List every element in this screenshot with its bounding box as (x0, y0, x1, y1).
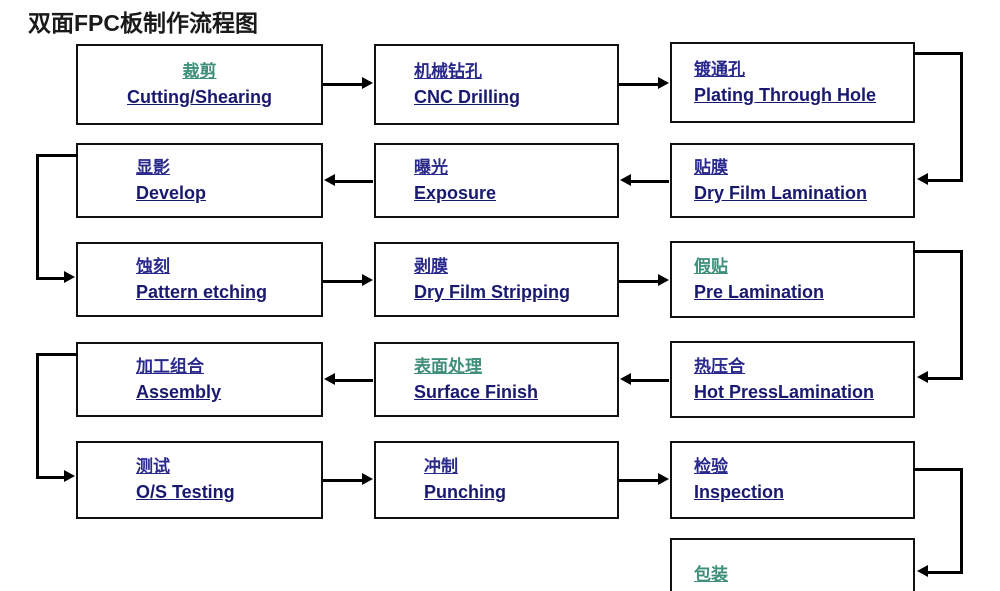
connector-inspection-down (960, 468, 963, 574)
arrow-inspection-to-packaging (917, 565, 928, 577)
node-cnc-drilling-en: CNC Drilling (414, 86, 520, 107)
node-os-testing[interactable]: 测试 O/S Testing (76, 441, 323, 519)
connector-prelam-down (960, 250, 963, 378)
node-packaging[interactable]: 包装 (670, 538, 915, 591)
connector-cutting-to-cnc (323, 83, 363, 86)
connector-develop-left (36, 154, 78, 157)
arrow-testing-to-punching (362, 473, 373, 485)
node-cutting-cn: 裁剪 (182, 61, 217, 81)
node-dry-film-lamination-cn: 贴膜 (694, 157, 728, 177)
node-develop-cn: 显影 (136, 157, 170, 177)
connector-inspection-right (913, 468, 963, 471)
node-hot-press-lamination-cn: 热压合 (694, 356, 745, 376)
node-os-testing-cn: 测试 (136, 457, 170, 477)
node-assembly[interactable]: 加工组合 Assembly (76, 342, 323, 417)
node-cnc-drilling[interactable]: 机械钻孔 CNC Drilling (374, 44, 619, 125)
node-pattern-etching-en: Pattern etching (136, 281, 268, 302)
node-exposure-cn: 曝光 (414, 157, 448, 177)
connector-plating-to-dfl (928, 179, 963, 182)
node-packaging-cn: 包装 (694, 565, 728, 585)
connector-prelam-right (913, 250, 963, 253)
node-assembly-cn: 加工组合 (136, 356, 204, 376)
node-cutting-en: Cutting/Shearing (127, 86, 272, 107)
node-dry-film-lamination[interactable]: 贴膜 Dry Film Lamination (670, 143, 915, 218)
connector-assembly-left (36, 353, 78, 356)
node-hot-press-lamination-en: Hot PressLamination (694, 381, 875, 402)
node-surface-finish[interactable]: 表面处理 Surface Finish (374, 342, 619, 417)
node-os-testing-en: O/S Testing (136, 482, 235, 503)
connector-assembly-to-testing (36, 476, 66, 479)
connector-hotpress-to-surface (631, 379, 669, 382)
page-title: 双面FPC板制作流程图 (28, 10, 258, 36)
node-cnc-drilling-cn: 机械钻孔 (414, 61, 482, 81)
node-surface-finish-cn: 表面处理 (414, 356, 482, 376)
node-hot-press-lamination[interactable]: 热压合 Hot PressLamination (670, 341, 915, 418)
arrow-plating-to-dfl (917, 173, 928, 185)
node-inspection-cn: 检验 (694, 457, 728, 477)
node-develop[interactable]: 显影 Develop (76, 143, 323, 218)
connector-plating-down (960, 52, 963, 180)
node-assembly-en: Assembly (136, 381, 222, 402)
connector-exposure-to-develop (335, 180, 373, 183)
node-pattern-etching[interactable]: 蚀刻 Pattern etching (76, 242, 323, 317)
node-plating-through-hole-en: Plating Through Hole (694, 84, 876, 105)
node-exposure[interactable]: 曝光 Exposure (374, 143, 619, 218)
connector-assembly-down (36, 353, 39, 478)
connector-plating-right (913, 52, 963, 55)
connector-prelam-to-hotpress (928, 377, 963, 380)
node-dry-film-stripping-cn: 剥膜 (414, 256, 448, 276)
node-dry-film-stripping[interactable]: 剥膜 Dry Film Stripping (374, 242, 619, 317)
node-exposure-en: Exposure (414, 182, 497, 203)
connector-etch-to-strip (323, 280, 363, 283)
node-cutting[interactable]: 裁剪 Cutting/Shearing (76, 44, 323, 125)
node-pre-lamination-cn: 假贴 (694, 256, 728, 276)
connector-punching-to-inspection (619, 479, 659, 482)
node-punching-en: Punching (424, 482, 506, 503)
arrow-assembly-to-testing (64, 470, 75, 482)
arrow-surface-to-assembly (324, 373, 335, 385)
node-pre-lamination[interactable]: 假贴 Pre Lamination (670, 241, 915, 318)
connector-develop-down (36, 154, 39, 279)
connector-cnc-to-plating (619, 83, 659, 86)
arrow-dfl-to-exposure (620, 174, 631, 186)
connector-inspection-to-packaging (928, 571, 963, 574)
connector-surface-to-assembly (335, 379, 373, 382)
node-surface-finish-en: Surface Finish (414, 381, 539, 402)
node-inspection-en: Inspection (694, 482, 785, 503)
arrow-etch-to-strip (362, 274, 373, 286)
connector-testing-to-punching (323, 479, 363, 482)
arrow-exposure-to-develop (324, 174, 335, 186)
node-develop-en: Develop (136, 182, 207, 203)
node-dry-film-lamination-en: Dry Film Lamination (694, 182, 868, 203)
node-pattern-etching-cn: 蚀刻 (136, 256, 170, 276)
connector-develop-to-etch (36, 277, 66, 280)
connector-dfl-to-exposure (631, 180, 669, 183)
arrow-cnc-to-plating (658, 77, 669, 89)
connector-strip-to-prelam (619, 280, 659, 283)
node-inspection[interactable]: 检验 Inspection (670, 441, 915, 519)
node-plating-through-hole-cn: 镀通孔 (694, 59, 745, 79)
arrow-cutting-to-cnc (362, 77, 373, 89)
arrow-strip-to-prelam (658, 274, 669, 286)
node-pre-lamination-en: Pre Lamination (694, 281, 825, 302)
arrow-develop-to-etch (64, 271, 75, 283)
node-punching-cn: 冲制 (424, 457, 458, 477)
arrow-punching-to-inspection (658, 473, 669, 485)
node-punching[interactable]: 冲制 Punching (374, 441, 619, 519)
arrow-prelam-to-hotpress (917, 371, 928, 383)
arrow-hotpress-to-surface (620, 373, 631, 385)
node-plating-through-hole[interactable]: 镀通孔 Plating Through Hole (670, 42, 915, 123)
node-dry-film-stripping-en: Dry Film Stripping (414, 281, 571, 302)
